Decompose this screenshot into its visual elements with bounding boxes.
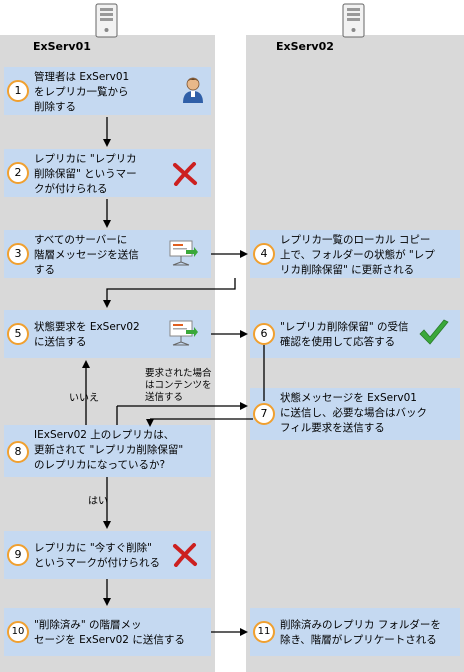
delete-x-icon: [173, 543, 197, 567]
server-icon: [95, 3, 118, 38]
lane-title-right: ExServ02: [276, 40, 334, 53]
step-text: "レプリカ削除保留" の受信 確認を使用して応答する: [280, 321, 409, 348]
lane-title-left: ExServ01: [33, 40, 91, 53]
step-number: 1: [7, 80, 29, 102]
step-4-box: [250, 230, 460, 278]
step-text: "削除済み" の階層メッ セージを ExServ02 に送信する: [34, 619, 185, 646]
step-number: 6: [253, 323, 275, 345]
step-2-box: [4, 149, 211, 197]
step-text: 状態要求を ExServ02 に送信する: [34, 321, 140, 348]
step-text: すべてのサーバーに 階層メッセージを送信 する: [34, 234, 139, 276]
step-10-box: [4, 608, 211, 656]
step-8-box: [4, 425, 211, 477]
step-number: 4: [253, 243, 275, 265]
step-number: 9: [7, 544, 29, 566]
step-text: レプリカに "今すぐ削除" というマークが付けられる: [34, 542, 160, 569]
message-send-icon: [169, 320, 198, 346]
step-number: 5: [7, 323, 29, 345]
step-11-box: [250, 608, 460, 656]
step-text: レプリカ一覧のローカル コピー 上で、フォルダーの状態が "レプ リカ削除保留"…: [280, 234, 435, 276]
content-request-note: 要求された場合 はコンテンツを 送信する: [145, 368, 212, 403]
step-1-box: [4, 67, 211, 115]
step-number: 11: [253, 621, 275, 643]
yes-label: はい: [88, 496, 108, 507]
step-text: 状態メッセージを ExServ01 に送信し、必要な場合はバック フィル要求を送…: [280, 392, 427, 434]
delete-x-icon: [173, 162, 197, 186]
step-text: 削除済みのレプリカ フォルダーを 除き、階層がレプリケートされる: [280, 619, 441, 646]
step-number: 7: [253, 403, 275, 425]
step-9-box: [4, 531, 211, 579]
step-text: 管理者は ExServ01 をレプリカ一覧から 削除する: [34, 71, 130, 113]
step-text: IExServ02 上のレプリカは、 更新されて "レプリカ削除保留" のレプリ…: [34, 429, 184, 471]
step-number: 2: [7, 162, 29, 184]
server-icon: [342, 3, 365, 38]
step-text: レプリカに "レプリカ 削除保留" というマー クが付けられる: [34, 153, 137, 195]
admin-user-icon: [183, 77, 203, 103]
message-send-icon: [169, 240, 198, 266]
step-number: 8: [7, 441, 29, 463]
step-7-box: [250, 388, 460, 440]
no-label: いいえ: [69, 393, 99, 404]
step-number: 10: [7, 621, 29, 643]
checkmark-icon: [419, 319, 449, 345]
step-number: 3: [7, 243, 29, 265]
